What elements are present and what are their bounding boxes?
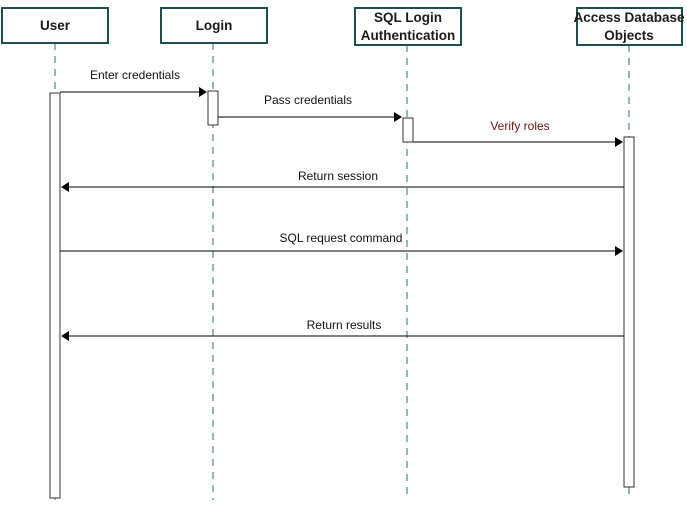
participant-box [1, 7, 109, 44]
message-label-bg [89, 67, 181, 83]
message-label-bg [297, 168, 379, 184]
participant-sql-login-authentication: SQL Login Authentication [354, 7, 462, 46]
arrow-right-icon [615, 137, 623, 147]
participant-label-line-2: Objects [604, 28, 654, 43]
arrow-right-icon [199, 87, 207, 97]
message-label-bg [263, 92, 353, 108]
participant-label: User [40, 18, 71, 33]
participant-box [354, 7, 462, 46]
message-verify-roles: Verify roles [413, 118, 623, 147]
message-label: Return results [307, 318, 382, 332]
participant-box [576, 7, 683, 46]
message-enter-credentials: Enter credentials [60, 67, 207, 97]
arrow-right-icon [615, 246, 623, 256]
message-pass-credentials: Pass credentials [218, 92, 402, 122]
message-return-session: Return session [61, 168, 624, 192]
activation-access-database-objects [623, 136, 635, 488]
participant-label-line-1: SQL Login [374, 10, 442, 25]
message-sql-request-command: SQL request command [60, 230, 623, 256]
message-label: Return session [298, 169, 378, 183]
participant-box [160, 7, 268, 44]
participant-label-line-1: Access Database [573, 10, 685, 25]
participant-login: Login [160, 7, 268, 44]
arrow-right-icon [394, 112, 402, 122]
activation-sql-login-authentication [402, 117, 414, 143]
message-return-results: Return results [61, 317, 624, 341]
message-label-bg [487, 118, 553, 134]
message-label: Verify roles [490, 119, 549, 133]
activation-login [207, 90, 219, 126]
participant-user: User [1, 7, 109, 44]
participant-access-database-objects: Access Database Objects [573, 7, 685, 46]
participant-label: Login [196, 18, 233, 33]
participant-label-line-2: Authentication [361, 28, 456, 43]
activation-user [49, 92, 61, 499]
arrow-left-icon [61, 182, 69, 192]
message-label-bg [305, 317, 383, 333]
arrow-left-icon [61, 331, 69, 341]
message-label-bg [281, 230, 401, 246]
message-label: Pass credentials [264, 93, 352, 107]
message-label: SQL request command [280, 231, 403, 245]
message-label: Enter credentials [90, 68, 180, 82]
